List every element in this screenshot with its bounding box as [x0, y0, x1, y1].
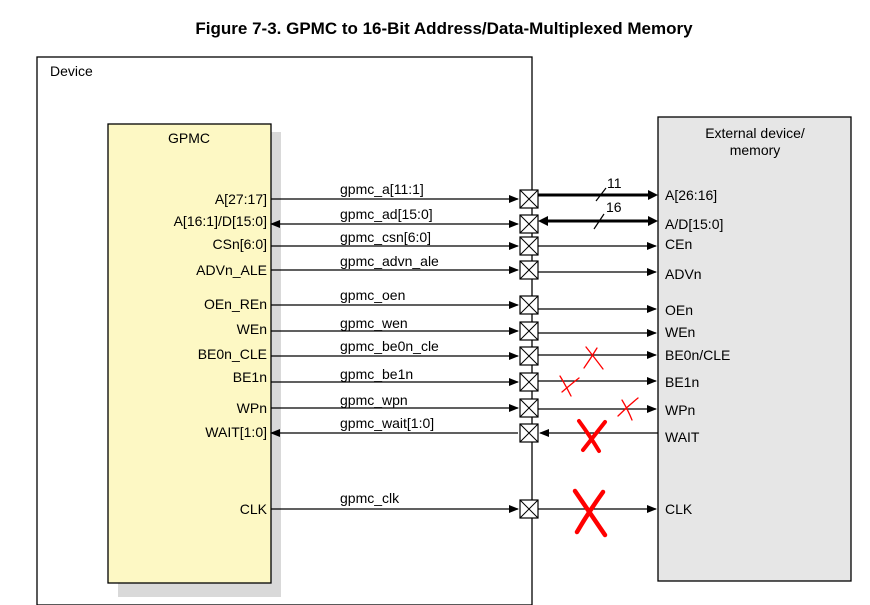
- ext-pin-label: A/D[15:0]: [665, 216, 723, 232]
- wire-label: gpmc_oen: [340, 287, 405, 303]
- gpmc-pin-label: A[16:1]/D[15:0]: [174, 213, 267, 229]
- red-annotations: [559, 346, 639, 538]
- red-x-small-icon: [617, 397, 639, 421]
- io-pad-icon: [519, 398, 539, 418]
- wire-label: gpmc_csn[6:0]: [340, 229, 431, 245]
- io-pad-icon: [519, 423, 539, 443]
- io-pad-icon: [519, 295, 539, 315]
- gpmc-pin-label: WAIT[1:0]: [205, 424, 267, 440]
- external-label-line2: memory: [730, 142, 781, 158]
- external-device-block: External device/ memory: [657, 116, 852, 582]
- wire-label: gpmc_be1n: [340, 366, 413, 382]
- wire-label: gpmc_a[11:1]: [340, 181, 424, 197]
- gpmc-pin-label: WEn: [237, 321, 267, 337]
- ext-pin-label: BE1n: [665, 374, 699, 390]
- io-pad-icon: [519, 189, 539, 209]
- ext-pin-label: WPn: [665, 402, 695, 418]
- ext-pin-label: CLK: [665, 501, 693, 517]
- gpmc-pin-label: CLK: [240, 501, 268, 517]
- external-label-line1: External device/: [705, 125, 805, 141]
- red-x-large-icon: [572, 488, 608, 538]
- wire-label: gpmc_wen: [340, 315, 408, 331]
- bus-ad-arrowhead-right: [648, 216, 658, 226]
- gpmc-pin-labels: A[27:17] A[16:1]/D[15:0] CSn[6:0] ADVn_A…: [174, 191, 268, 517]
- red-x-small-icon: [583, 346, 604, 370]
- bus-width-ad: 16: [606, 199, 622, 215]
- gpmc-wires: [270, 195, 519, 513]
- bus-a-slash: [595, 187, 607, 202]
- ext-pin-label: WEn: [665, 324, 695, 340]
- bus-width-a: 11: [607, 175, 622, 191]
- wire-label: gpmc_wait[1:0]: [340, 415, 434, 431]
- ext-pin-label: BE0n/CLE: [665, 347, 730, 363]
- gpmc-pin-label: WPn: [237, 400, 267, 416]
- io-pad-icon: [519, 236, 539, 256]
- gpmc-pin-label: CSn[6:0]: [213, 236, 267, 252]
- gpmc-pin-label: OEn_REn: [204, 296, 267, 312]
- io-pad-icon: [519, 372, 539, 392]
- io-pad-icon: [519, 346, 539, 366]
- io-pads: [519, 189, 539, 519]
- gpmc-pin-label: BE1n: [233, 369, 267, 385]
- external-pin-labels: A[26:16] A/D[15:0] CEn ADVn OEn WEn BE0n…: [665, 187, 730, 517]
- ext-pin-label: OEn: [665, 302, 693, 318]
- gpmc-block: GPMC: [107, 123, 281, 597]
- io-pad-icon: [519, 499, 539, 519]
- gpmc-pin-label: A[27:17]: [215, 191, 267, 207]
- io-pad-icon: [519, 260, 539, 280]
- wire-labels: gpmc_a[11:1] gpmc_ad[15:0] gpmc_csn[6:0]…: [340, 181, 439, 506]
- wire-label: gpmc_clk: [340, 490, 400, 506]
- external-wires: [538, 187, 658, 513]
- wire-label: gpmc_be0n_cle: [340, 338, 439, 354]
- ext-pin-label: A[26:16]: [665, 187, 717, 203]
- ext-pin-label: CEn: [665, 236, 692, 252]
- device-label: Device: [50, 63, 93, 79]
- ext-pin-label: ADVn: [665, 266, 702, 282]
- figure-title: Figure 7-3. GPMC to 16-Bit Address/Data-…: [195, 19, 693, 38]
- bus-ad-arrowhead-left: [538, 216, 548, 226]
- bus-a-arrowhead: [648, 190, 658, 200]
- io-pad-icon: [519, 321, 539, 341]
- red-x-small-icon: [559, 375, 580, 397]
- bus-ad-slash: [593, 213, 605, 230]
- gpmc-label: GPMC: [168, 130, 210, 146]
- red-x-large-icon: [577, 419, 607, 453]
- ext-pin-label: WAIT: [665, 429, 700, 445]
- wire-label: gpmc_wpn: [340, 392, 408, 408]
- gpmc-pin-label: ADVn_ALE: [196, 262, 267, 278]
- io-pad-icon: [519, 214, 539, 234]
- wire-label: gpmc_advn_ale: [340, 253, 439, 269]
- wire-label: gpmc_ad[15:0]: [340, 206, 433, 222]
- gpmc-pin-label: BE0n_CLE: [198, 346, 267, 362]
